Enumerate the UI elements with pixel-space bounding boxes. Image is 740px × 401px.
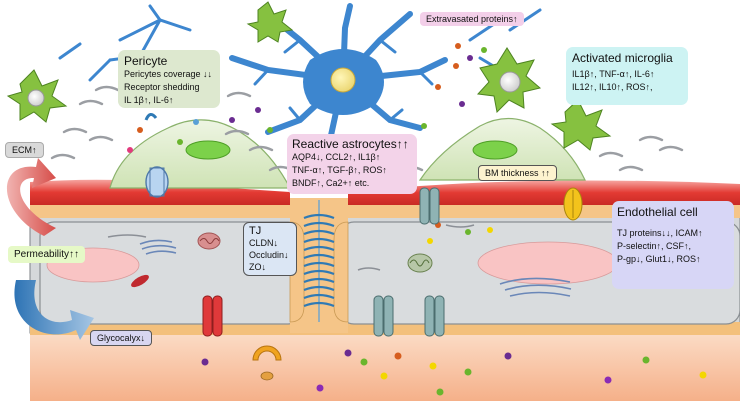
microglia-label: Activated microglia IL1β↑, TNF-α↑, IL-6↑…: [566, 47, 688, 105]
channel-teal-2: [424, 295, 445, 337]
lumen-transporter: [252, 345, 282, 381]
microglia-line-2: IL12↑, IL10↑, ROS↑,: [572, 82, 653, 92]
reactive-astrocytes-label: Reactive astrocytes↑↑ AQP4↓, CCL2↑, IL1β…: [287, 134, 417, 194]
tj-title: TJ: [249, 225, 262, 237]
channel-teal-3: [419, 187, 440, 225]
ecm-fibres: [50, 85, 684, 172]
endothelial-title: Endothelial cell: [617, 205, 698, 219]
microglia-title: Activated microglia: [572, 51, 673, 65]
astrocytes-line-1: AQP4↓, CCL2↑, IL1β↑: [292, 152, 381, 162]
pericyte-cell-right: [418, 117, 586, 181]
blood-particles: [201, 349, 707, 396]
glycocalyx-label: Glycocalyx↓: [90, 330, 153, 346]
endothelial-nucleus-right: [477, 241, 619, 285]
tj-label: TJ CLDN↓ Occludin↓ ZO↓: [243, 222, 297, 276]
permeability-label: Permeability↑↑: [8, 246, 86, 263]
astrocytes-line-3: BNDF↑, Ca2+↑ etc.: [292, 178, 370, 188]
tj-line-1: CLDN↓: [249, 238, 279, 248]
extravasated-proteins-label: Extravasated proteins↑: [420, 12, 524, 26]
astrocyte-body: [303, 49, 384, 115]
bm-thickness-label: BM thickness ↑↑: [478, 165, 558, 181]
microglia-line-1: IL1β↑, TNF-α↑, IL-6↑: [572, 69, 655, 79]
ecm-label: ECM↑: [5, 142, 44, 158]
organelles-er: [107, 224, 572, 297]
tj-line-2: Occludin↓: [249, 250, 289, 260]
channel-red: [202, 295, 223, 337]
tj-line-3: ZO↓: [249, 262, 266, 272]
membrane-channels: [202, 187, 583, 337]
tight-junction-spiral: [303, 200, 335, 322]
endothelial-line-3: P-gp↓, Glut1↓, ROS↑: [617, 254, 701, 264]
basement-membrane-right: [348, 180, 740, 205]
pericyte-label: Pericyte Pericytes coverage ↓↓ Receptor …: [118, 50, 220, 108]
endothelial-line-2: P-selectin↑, CSF↑,: [617, 241, 692, 251]
channel-yellow: [563, 187, 583, 221]
astrocytes-title: Reactive astrocytes↑↑: [292, 137, 409, 151]
channel-teal-1: [373, 295, 394, 337]
pericyte-line-1: Pericytes coverage ↓↓: [124, 69, 213, 79]
mitochondria: [131, 232, 433, 288]
microglia: [6, 1, 612, 151]
pericyte-cell: [109, 113, 291, 198]
vesicles: [427, 222, 493, 244]
pericyte-title: Pericyte: [124, 54, 168, 68]
pericyte-line-3: IL 1β↑, IL-6↑: [124, 95, 174, 105]
permeability-arrows: [6, 158, 94, 340]
astrocytes-line-2: TNF-α↑, TGF-β↑, ROS↑: [292, 165, 387, 175]
endothelial-line-1: TJ proteins↓↓, ICAM↑: [617, 228, 703, 238]
pericyte-line-2: Receptor shedding: [124, 82, 200, 92]
endothelial-cell-label: Endothelial cell TJ proteins↓↓, ICAM↑ P-…: [612, 201, 734, 289]
